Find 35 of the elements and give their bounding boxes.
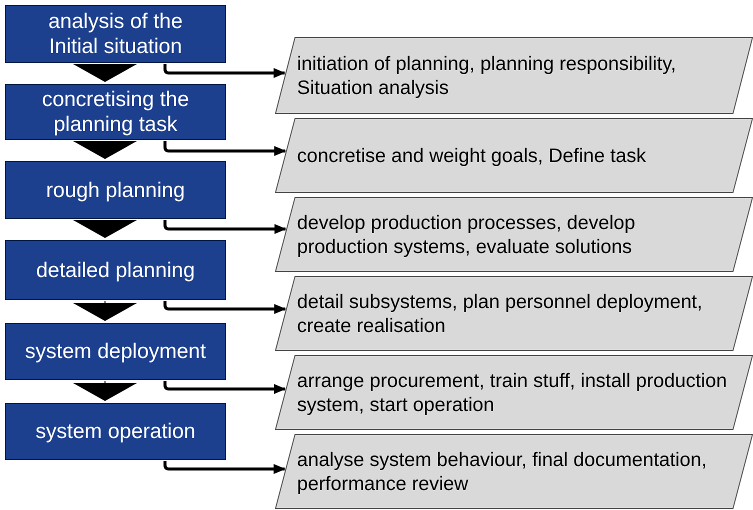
phase-box (5, 403, 226, 460)
phase-box (5, 161, 226, 219)
phase-label: rough planning (46, 178, 185, 202)
activity-text: analyse system behaviour, final documentation, performance review (297, 448, 708, 496)
arrow (164, 64, 286, 78)
activity-box (275, 434, 753, 509)
activity-text: arrange procurement, train stuff, install production system, start operation (297, 368, 728, 416)
transition-chevron (73, 140, 137, 160)
phase-label: analysis of the Initial situation (47, 9, 184, 59)
phase-box (5, 323, 226, 380)
activity-text: concretise and weight goals, Define task (297, 144, 646, 168)
phase-label: system deployment (25, 339, 206, 364)
activity-text: detail subsystems, plan personnel deployment, create realisation (297, 290, 704, 338)
activity-box (275, 197, 753, 272)
arrow (164, 381, 286, 394)
activity-box (275, 118, 753, 193)
transition-chevron (73, 220, 137, 238)
phase-box (5, 5, 226, 63)
activity-box (275, 355, 753, 430)
phase-box (5, 240, 226, 300)
phase-label: system operation (36, 419, 196, 444)
phase-label: detailed planning (36, 258, 195, 282)
arrow (164, 301, 286, 314)
phase-box (5, 84, 226, 140)
arrow (164, 141, 286, 156)
transition-chevron (73, 380, 137, 402)
activity-text: initiation of planning, planning responsibility, Situation analysis (297, 52, 678, 100)
activity-box (275, 276, 753, 351)
arrow (164, 461, 286, 474)
arrow (164, 220, 286, 234)
transition-chevron (73, 300, 137, 322)
activity-box (275, 37, 753, 114)
transition-chevron (73, 64, 137, 82)
phase-label: concretising the planning task (40, 87, 190, 137)
activity-text: develop production processes, develop production systems, evaluate solutions (297, 210, 636, 258)
